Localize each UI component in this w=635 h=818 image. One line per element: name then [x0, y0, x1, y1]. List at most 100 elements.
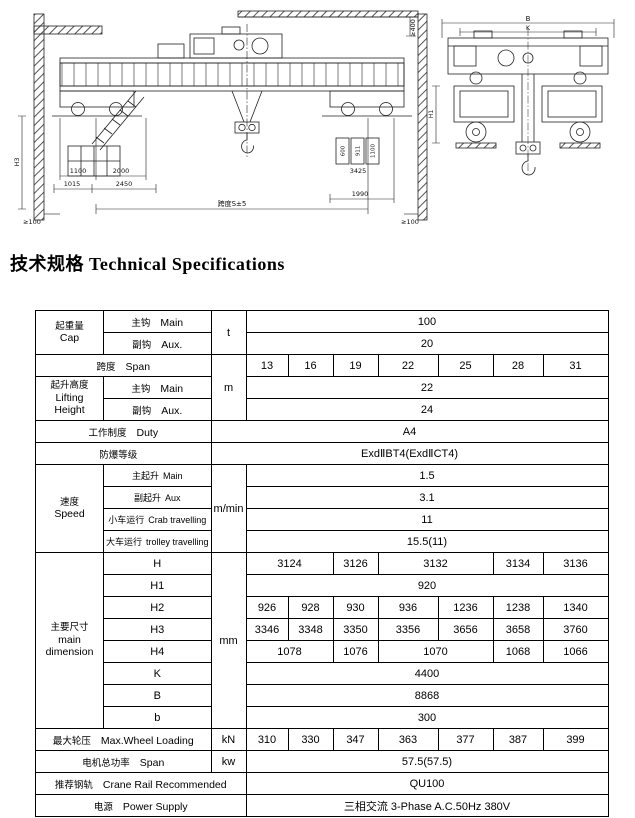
row-dim-B: B 8868 [36, 684, 609, 707]
detail-1100-label: 1100 [371, 144, 377, 158]
dim-H4-value: 1076 [332, 640, 379, 663]
lifting-group-label: 起升高度 Lifting Height [35, 376, 104, 421]
dim-H1-label: H1 [103, 574, 212, 597]
wheel-loading-unit: kN [210, 728, 247, 751]
dim-K-value: 4400 [245, 662, 609, 685]
dim-H3-value: 3350 [332, 618, 379, 641]
dim-H-value: 3124 [245, 552, 334, 575]
detail-911-label: 911 [356, 146, 362, 157]
explosion-value: ExdⅡBT4(ExdⅡCT4) [210, 442, 609, 465]
dim-2000-label: 2000 [113, 167, 130, 175]
lifting-aux-value: 24 [245, 398, 609, 421]
dim-h1-label: H1 [428, 110, 435, 119]
dim-H3-value: 3760 [542, 618, 609, 641]
cap-unit: t [210, 310, 247, 355]
dim-H-value: 3126 [332, 552, 379, 575]
row-dim-H1: H1 920 [36, 574, 609, 597]
cap-label-en: Cap [59, 331, 80, 344]
dim-H4-value: 1070 [377, 640, 494, 663]
dim-b-label: B [526, 16, 531, 23]
wheel-loading-value: 330 [287, 728, 334, 751]
dim-left-clearance-label: ≥100 [23, 218, 41, 226]
dim-H2-value: 926 [245, 596, 289, 619]
dimensions-unit: mm [210, 552, 247, 729]
dim-B-label: B [103, 684, 212, 707]
dim-H2-label: H2 [103, 596, 212, 619]
wheel-loading-value: 363 [377, 728, 439, 751]
dim-H2-value: 1340 [542, 596, 609, 619]
speed-unit: m/min [210, 464, 247, 553]
dim-3425-label: 3425 [350, 167, 367, 175]
dimensions-group-label: 主要尺寸 main dimension [35, 552, 104, 729]
dim-H3-value: 3348 [287, 618, 334, 641]
span-value: 22 [377, 354, 439, 377]
dim-H2-value: 936 [377, 596, 439, 619]
wheel-loading-value: 347 [332, 728, 379, 751]
dim-H3-value: 3346 [245, 618, 289, 641]
dim-H2-value: 1238 [492, 596, 544, 619]
end-truck-right [322, 90, 412, 117]
dim-K-label: K [103, 662, 212, 685]
stairway [91, 90, 145, 151]
crane-front-view-drawing: 1100 2000 1015 2450 跨度S±5 ≥100 1990 3425… [13, 10, 428, 226]
crane-side-view-drawing: B K H1 [428, 16, 615, 176]
dim-H4-label: H4 [103, 640, 212, 663]
row-dim-H4: H4 1078 1076 1070 1068 1066 [36, 640, 609, 663]
lifting-main-value: 22 [245, 376, 609, 399]
wheel-loading-value: 310 [245, 728, 289, 751]
dim-1100-label: 1100 [70, 167, 87, 175]
crane-rail-value: QU100 [245, 772, 609, 795]
dim-H-label: H [103, 552, 212, 575]
dim-H4-value: 1068 [492, 640, 544, 663]
duty-value: A4 [210, 420, 609, 443]
power-supply-value: 三相交流 3-Phase A.C.50Hz 380V [245, 794, 609, 817]
row-dim-H2: H2 926 928 930 936 1236 1238 1340 [36, 596, 609, 619]
travel-wheels [455, 121, 601, 149]
wheel-loading-value: 399 [542, 728, 609, 751]
motor-power-unit: kw [210, 750, 247, 773]
dim-H-value: 3136 [542, 552, 609, 575]
explosion-label: 防爆等级 [35, 442, 212, 465]
row-dim-b: b 300 [36, 706, 609, 729]
dim-H2-value: 1236 [437, 596, 494, 619]
row-explosion-proof: 防爆等级 ExdⅡBT4(ExdⅡCT4) [35, 442, 609, 465]
span-value: 28 [492, 354, 544, 377]
dim-H3-value: 3356 [377, 618, 439, 641]
trolley [157, 26, 283, 59]
dim-H2-value: 928 [287, 596, 334, 619]
dim-h3-label: H3 [13, 157, 21, 166]
dim-b-value: 300 [245, 706, 609, 729]
dim-B-value: 8868 [245, 684, 609, 707]
span-value: 31 [542, 354, 609, 377]
dim-b-label: b [103, 706, 212, 729]
cap-group-label: 起重量 Cap [35, 310, 104, 355]
speed-aux-value: 3.1 [245, 486, 609, 509]
dim-H4-value: 1078 [245, 640, 334, 663]
dim-H3-value: 3658 [492, 618, 544, 641]
